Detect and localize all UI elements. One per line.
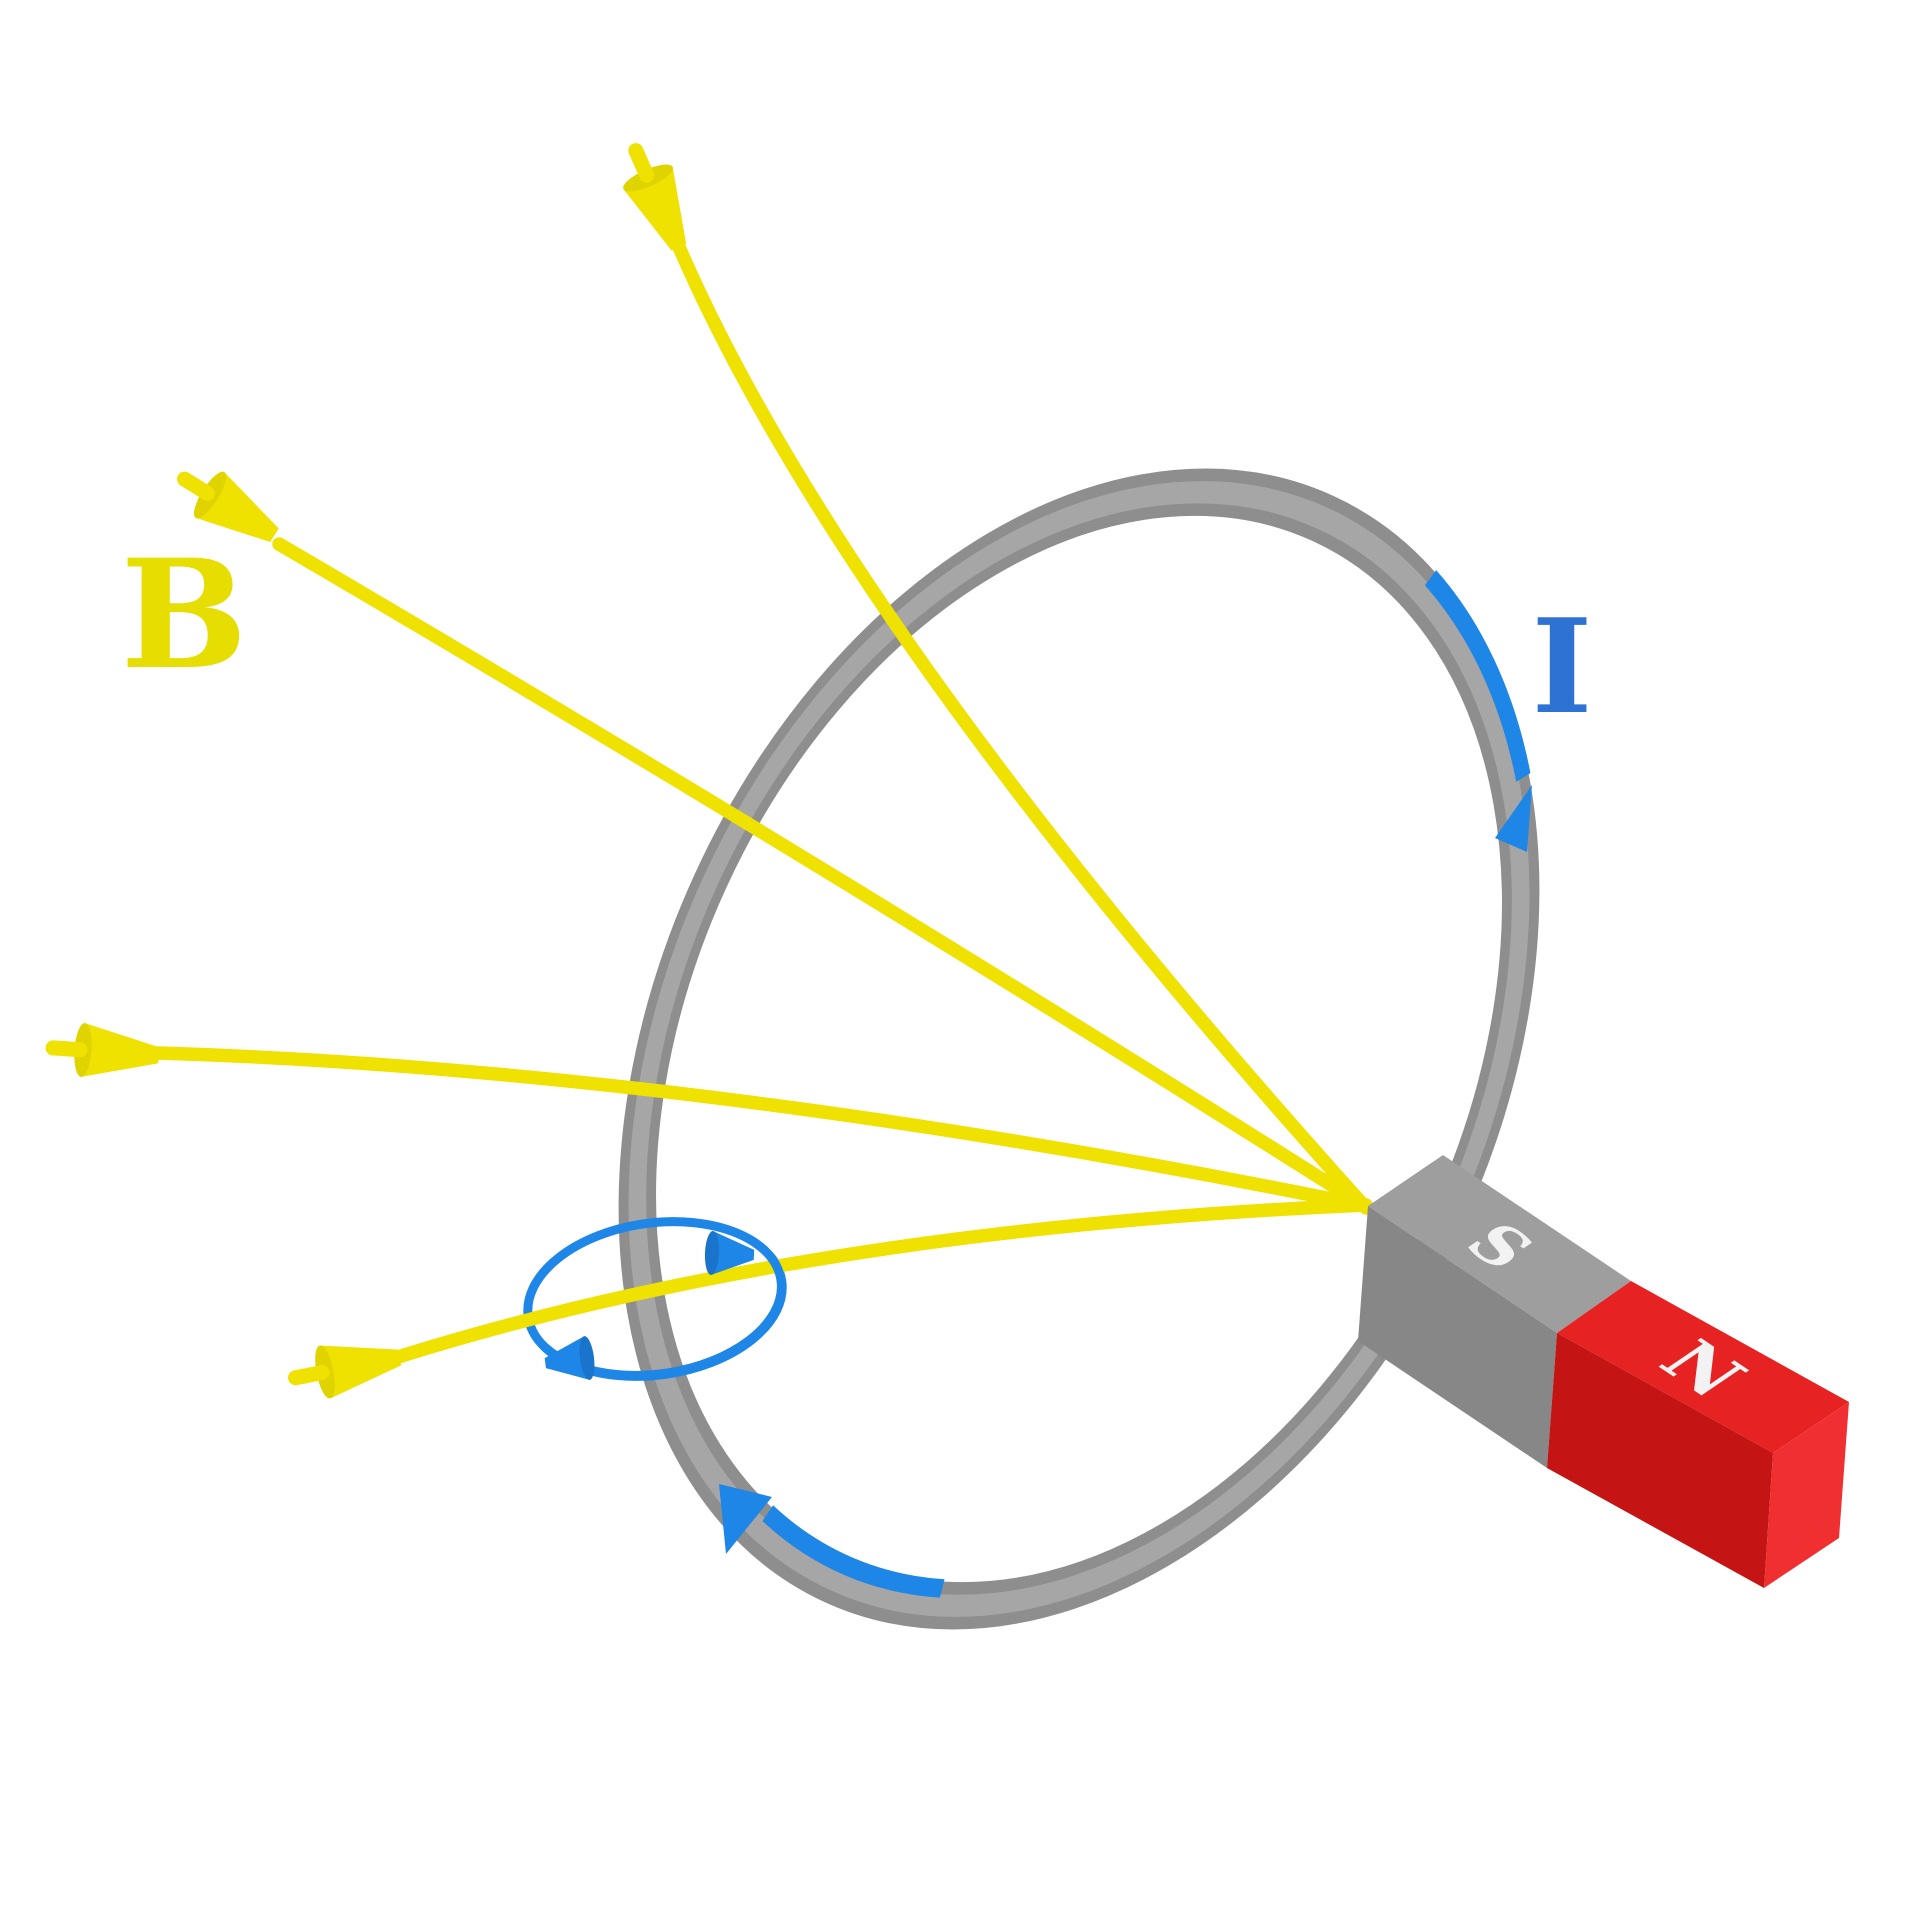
magnet-south-top-face <box>1368 1155 1631 1333</box>
magnetic-field-label: B <box>121 527 248 703</box>
magnet-north-top-face <box>1557 1281 1849 1453</box>
field-lines <box>152 240 1373 1364</box>
current-label: I <box>1532 590 1593 743</box>
bar-magnet: S N <box>1358 1155 1849 1588</box>
current-ribbon-right <box>1424 570 1531 782</box>
magnet-north-end-face <box>1764 1402 1849 1588</box>
magnet-north-front-face <box>1547 1333 1773 1588</box>
current-arrow-bottom <box>719 1484 772 1554</box>
magnet-north-section <box>1547 1281 1849 1588</box>
field-line-4 <box>391 1198 1373 1364</box>
current-ribbons <box>762 570 1531 1598</box>
field-line-2 <box>272 537 1373 1214</box>
current-ribbon-bottom <box>762 1505 945 1598</box>
current-arrow-right <box>1495 785 1532 852</box>
field-line-1 <box>672 240 1373 1215</box>
magnet-south-section <box>1358 1155 1631 1468</box>
magnet-south-front-face <box>1358 1206 1557 1468</box>
field-line-3 <box>152 1046 1373 1213</box>
